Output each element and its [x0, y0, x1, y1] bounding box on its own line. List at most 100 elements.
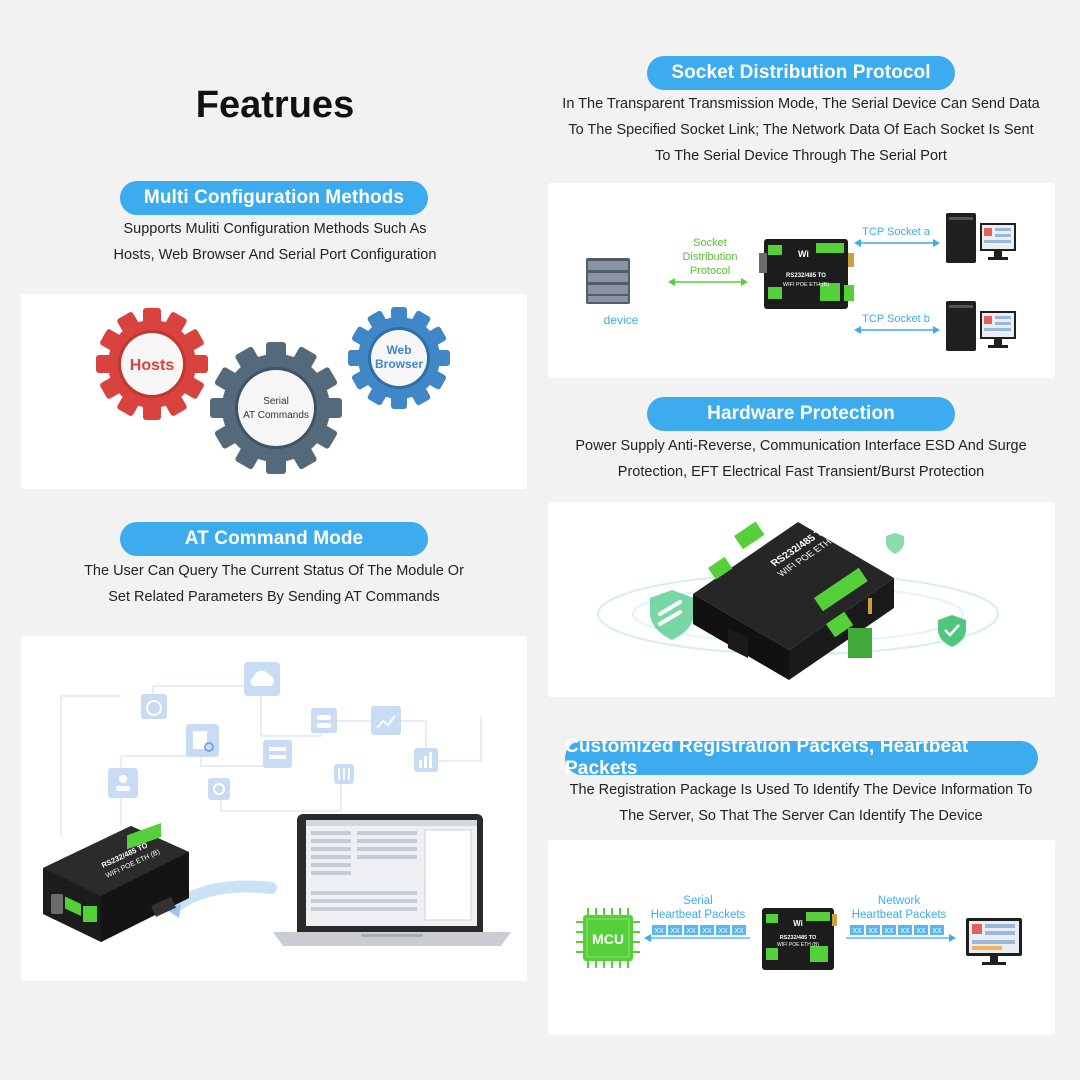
heading-heartbeat: Customized Registration Packets, Heartbe…	[565, 736, 1038, 779]
serial-gear-label-1: Serial	[263, 396, 289, 407]
socket-diagram: device Socket Distribution Protocol Wi R…	[586, 213, 1016, 351]
serial-packet-box	[732, 925, 746, 935]
socket-diagram-panel: device Socket Distribution Protocol Wi R…	[548, 183, 1055, 378]
network-packet-box	[914, 925, 928, 935]
serial-server-device-icon: RS232/485 TO WIFI POE ETH (B)	[43, 823, 189, 942]
network-packet-label: XX	[884, 928, 894, 935]
web-gear-label-2: Browser	[375, 357, 423, 371]
network-packet-label: XX	[852, 928, 862, 935]
gauge-icon	[141, 694, 167, 719]
network-packet-box	[898, 925, 912, 935]
device-model-line-1: RS232/485 TO	[780, 935, 817, 941]
network-packet-label: XX	[900, 928, 910, 935]
serial-heartbeat-label-1: Serial	[683, 895, 712, 907]
gears-illustration: Hosts Serial AT Commands	[96, 307, 450, 474]
device-model-line-2: WIFI POE ETH (B)	[777, 942, 819, 948]
serial-server-device-icon: Wi RS232/485 TO WIFI POE ETH (B)	[762, 908, 837, 970]
serial-gear-icon: Serial AT Commands	[210, 342, 342, 474]
serial-packet-box	[652, 925, 666, 935]
at-command-description: The User Can Query The Current Status Of…	[40, 558, 508, 610]
protocol-label-1: Socket	[693, 237, 727, 249]
hardware-description: Power Supply Anti-Reverse, Communication…	[548, 433, 1054, 485]
protocol-label-3: Protocol	[690, 265, 730, 277]
network-packet-box	[930, 925, 944, 935]
heading-socket: Socket Distribution Protocol	[647, 56, 955, 90]
network-packet-label: XX	[868, 928, 878, 935]
heartbeat-line-1: The Registration Package Is Used To Iden…	[569, 782, 1033, 798]
serial-packet-label: XX	[718, 928, 728, 935]
multi-config-line-1: Supports Muliti Configuration Methods Su…	[123, 221, 427, 237]
serial-heartbeat-label-2: Heartbeat Packets	[651, 909, 746, 921]
serial-packet-label: XX	[702, 928, 712, 935]
toggle-icon	[311, 708, 337, 733]
mcu-chip-icon: MCU	[576, 908, 640, 968]
hardware-panel: RS232/485 TO WIFI POE ETH (B)	[548, 502, 1055, 697]
heartbeat-description: The Registration Package Is Used To Iden…	[548, 777, 1054, 829]
serial-packet-box	[716, 925, 730, 935]
socket-description: In The Transparent Transmission Mode, Th…	[548, 91, 1054, 169]
socket-a-label: TCP Socket a	[862, 226, 931, 238]
bar-chart-icon	[414, 748, 438, 772]
network-packet-box	[882, 925, 896, 935]
multi-config-description: Supports Muliti Configuration Methods Su…	[60, 216, 490, 268]
device-label: device	[604, 313, 639, 327]
serial-packet-label: XX	[686, 928, 696, 935]
page-title: Featrues	[195, 84, 355, 126]
socket-b-label: TCP Socket b	[862, 313, 930, 325]
web-browser-gear-icon: Web Browser	[348, 307, 450, 409]
at-command-line-1: The User Can Query The Current Status Of…	[84, 563, 464, 579]
protocol-label-2: Distribution	[682, 251, 737, 263]
network-packet-box	[866, 925, 880, 935]
laptop-icon	[273, 814, 511, 946]
network-packets: XX XX XX XX XX XX	[850, 925, 944, 935]
device-model-line-1: RS232/485 TO	[786, 273, 826, 279]
at-command-illustration: RS232/485 TO WIFI POE ETH (B)	[43, 662, 511, 946]
pc-b-icon	[946, 301, 1016, 351]
serial-packet-label: XX	[734, 928, 744, 935]
serial-server-device-icon: Wi RS232/485 TO WIFI POE ETH (B)	[759, 239, 854, 309]
shield-left-icon	[650, 590, 694, 640]
monitor-icon	[966, 918, 1022, 965]
network-packet-label: XX	[932, 928, 942, 935]
at-command-line-2: Set Related Parameters By Sending AT Com…	[108, 589, 440, 605]
heading-at-command: AT Command Mode	[120, 522, 428, 556]
serial-gear-label-2: AT Commands	[243, 410, 309, 421]
multi-config-line-2: Hosts, Web Browser And Serial Port Confi…	[113, 247, 437, 263]
serial-packet-box	[700, 925, 714, 935]
network-packet-label: XX	[916, 928, 926, 935]
socket-line-2: To The Specified Socket Link; The Networ…	[568, 122, 1034, 138]
server-window-icon	[263, 740, 292, 768]
document-search-icon	[186, 724, 219, 757]
equalizer-icon	[334, 764, 354, 784]
pc-a-icon	[946, 213, 1016, 263]
serial-packet-box	[684, 925, 698, 935]
cloud-icon	[244, 662, 280, 696]
mcu-label: MCU	[592, 931, 624, 947]
network-heartbeat-label-1: Network	[878, 895, 920, 907]
server-rack-icon	[586, 258, 630, 304]
serial-packet-label: XX	[670, 928, 680, 935]
socket-line-3: To The Serial Device Through The Serial …	[655, 148, 947, 164]
hardware-illustration: RS232/485 TO WIFI POE ETH (B)	[597, 521, 999, 680]
serial-server-device-icon: RS232/485 TO WIFI POE ETH (B)	[693, 521, 894, 680]
shield-check-icon	[938, 615, 966, 647]
socket-line-1: In The Transparent Transmission Mode, Th…	[562, 96, 1040, 112]
web-gear-label-1: Web	[386, 343, 411, 357]
serial-packets: XX XX XX XX XX XX	[652, 925, 746, 935]
hosts-gear-label: Hosts	[130, 357, 175, 374]
heading-hardware: Hardware Protection	[647, 397, 955, 431]
network-packet-box	[850, 925, 864, 935]
at-command-panel: RS232/485 TO WIFI POE ETH (B)	[21, 636, 527, 981]
device-brand: Wi	[793, 919, 803, 928]
serial-packet-label: XX	[654, 928, 664, 935]
shield-small-icon	[886, 533, 904, 554]
user-exchange-icon	[108, 768, 138, 798]
gears-panel: Hosts Serial AT Commands	[21, 294, 527, 489]
device-model-line-2: WIFI POE ETH (B)	[783, 282, 829, 288]
hosts-gear-icon: Hosts	[96, 308, 208, 420]
device-brand: Wi	[798, 249, 809, 259]
hardware-line-1: Power Supply Anti-Reverse, Communication…	[575, 438, 1027, 454]
chart-window-icon	[371, 706, 401, 735]
